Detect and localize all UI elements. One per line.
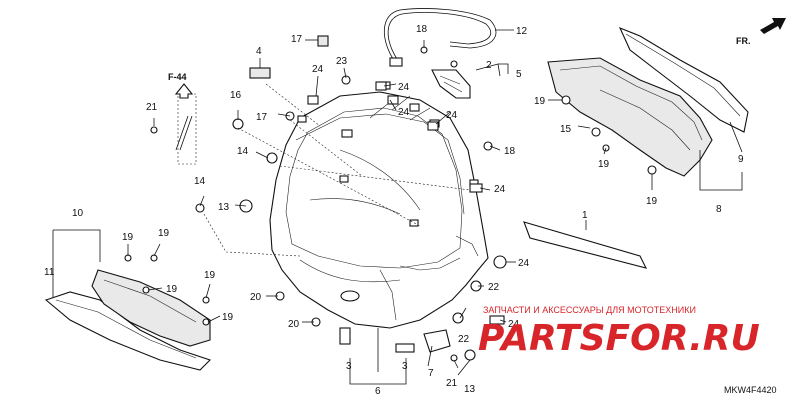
callout-numbers: 1 2 3 3 4 5 6 7 8 9 10 11 12 13 13 14 14… bbox=[44, 24, 744, 397]
callout-4: 4 bbox=[256, 46, 262, 57]
callout-23: 23 bbox=[336, 56, 348, 67]
callout-21: 21 bbox=[146, 102, 158, 113]
callout-19: 19 bbox=[204, 270, 216, 281]
callout-19: 19 bbox=[598, 159, 610, 170]
callout-13: 13 bbox=[464, 384, 476, 395]
callout-19: 19 bbox=[122, 232, 134, 243]
watermark: ЗАПЧАСТИ И АКСЕССУАРЫ ДЛЯ МОТОТЕХНИКИ PA… bbox=[478, 305, 760, 359]
reference-label: F-44 bbox=[168, 72, 187, 82]
callout-24: 24 bbox=[518, 258, 530, 269]
callout-1: 1 bbox=[582, 210, 588, 221]
callout-7: 7 bbox=[428, 368, 434, 379]
lid-seal-left bbox=[44, 291, 212, 371]
callout-12: 12 bbox=[516, 26, 528, 37]
callout-17: 17 bbox=[291, 34, 303, 45]
seal-strip bbox=[523, 221, 648, 269]
callout-21: 21 bbox=[446, 378, 458, 389]
direction-arrow-icon bbox=[760, 18, 786, 34]
watermark-brand-left: PARTS bbox=[478, 318, 606, 359]
watermark-tagline: ЗАПЧАСТИ И АКСЕССУАРЫ ДЛЯ МОТОТЕХНИКИ bbox=[483, 305, 696, 315]
callout-24: 24 bbox=[398, 82, 410, 93]
leader-lines bbox=[52, 29, 743, 385]
callout-19: 19 bbox=[166, 284, 178, 295]
callout-11: 11 bbox=[44, 267, 55, 278]
callout-2: 2 bbox=[486, 60, 492, 71]
callout-8: 8 bbox=[716, 204, 722, 215]
callout-10: 10 bbox=[72, 208, 84, 219]
main-storage-box bbox=[269, 81, 489, 329]
callout-17: 17 bbox=[256, 112, 268, 123]
callout-20: 20 bbox=[250, 292, 262, 303]
callout-14: 14 bbox=[237, 146, 249, 157]
callout-18: 18 bbox=[416, 24, 428, 35]
callout-18: 18 bbox=[504, 146, 516, 157]
storage-box-lid bbox=[547, 26, 749, 177]
callout-14: 14 bbox=[194, 176, 206, 187]
callout-19: 19 bbox=[222, 312, 234, 323]
callout-19: 19 bbox=[158, 228, 170, 239]
watermark-brand-right: FOR.RU bbox=[606, 318, 760, 359]
callout-13: 13 bbox=[218, 202, 230, 213]
callout-24: 24 bbox=[508, 319, 520, 330]
callout-19: 19 bbox=[534, 96, 546, 107]
callout-24: 24 bbox=[446, 110, 458, 121]
callout-22: 22 bbox=[488, 282, 500, 293]
callout-3: 3 bbox=[346, 361, 352, 372]
inner-liner bbox=[91, 269, 211, 347]
callout-15: 15 bbox=[560, 124, 572, 135]
callout-5: 5 bbox=[516, 69, 522, 80]
callout-24: 24 bbox=[398, 107, 410, 118]
latch-assembly bbox=[431, 60, 471, 99]
callout-22: 22 bbox=[458, 334, 470, 345]
callout-3: 3 bbox=[402, 361, 408, 372]
lock-cable bbox=[383, 8, 497, 67]
callout-20: 20 bbox=[288, 319, 300, 330]
direction-indicator: FR. bbox=[736, 18, 786, 46]
callout-19: 19 bbox=[646, 196, 658, 207]
diagram-code: MKW4F4420 bbox=[724, 385, 777, 395]
callout-6: 6 bbox=[375, 386, 381, 397]
callout-24: 24 bbox=[312, 64, 324, 75]
reference-callout: F-44 bbox=[168, 72, 194, 99]
callout-24: 24 bbox=[494, 184, 506, 195]
callout-9: 9 bbox=[738, 154, 744, 165]
watermark-brand: PARTSFOR.RU bbox=[478, 318, 760, 359]
direction-label: FR. bbox=[736, 36, 751, 46]
callout-16: 16 bbox=[230, 90, 242, 101]
